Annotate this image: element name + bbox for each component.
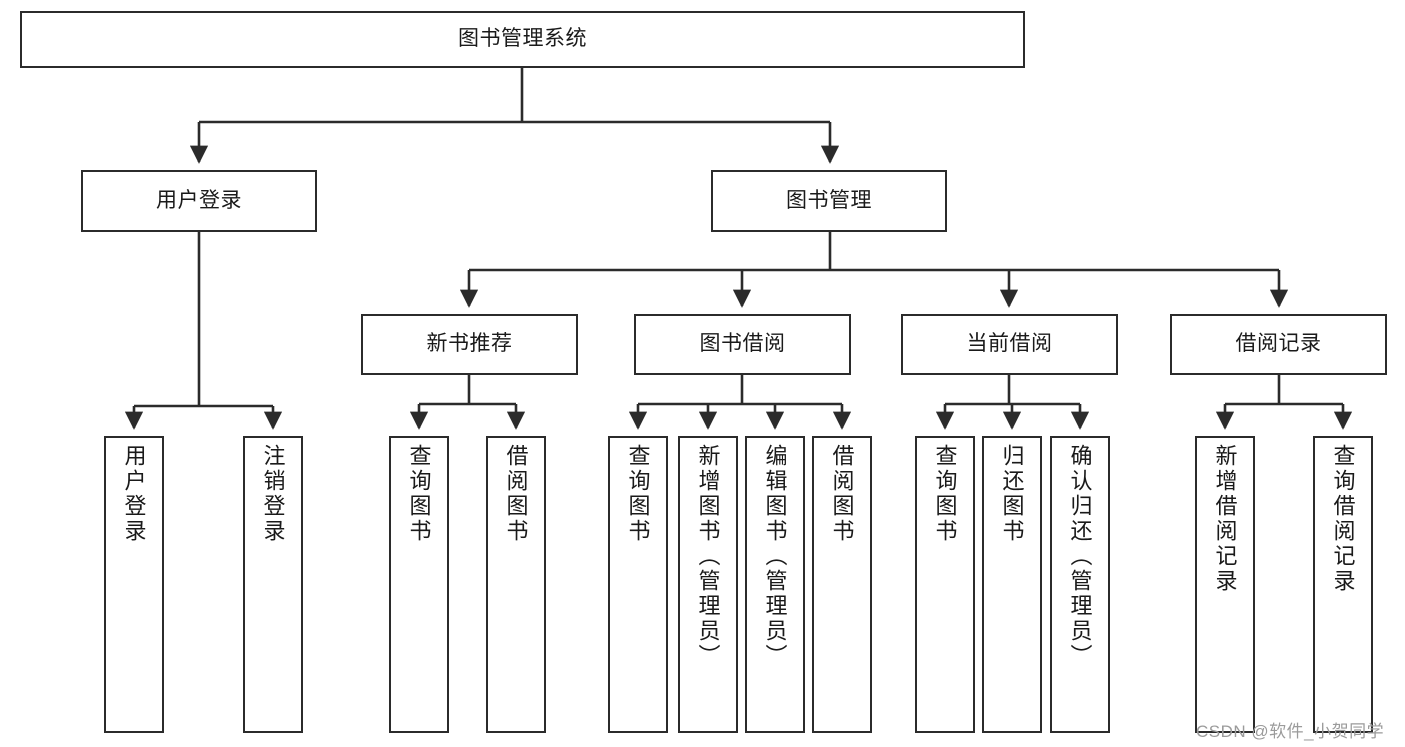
node-leaf-borrow-book-2[interactable]: 借阅图书 [812, 436, 872, 733]
node-leaf-return-book-label: 归还图书 [999, 444, 1025, 544]
node-leaf-query-book-1[interactable]: 查询图书 [389, 436, 449, 733]
node-leaf-query-record[interactable]: 查询借阅记录 [1313, 436, 1373, 733]
node-leaf-edit-book-label: 编辑图书（管理员） [762, 444, 788, 669]
node-leaf-confirm-return-label: 确认归还（管理员） [1067, 444, 1093, 669]
node-current-borrow[interactable]: 当前借阅 [901, 314, 1118, 375]
node-leaf-borrow-book-1-label: 借阅图书 [503, 444, 529, 544]
node-leaf-query-book-1-label: 查询图书 [406, 444, 432, 544]
node-leaf-add-record[interactable]: 新增借阅记录 [1195, 436, 1255, 733]
node-leaf-query-book-2[interactable]: 查询图书 [608, 436, 668, 733]
node-leaf-query-book-3-label: 查询图书 [932, 444, 958, 544]
node-leaf-edit-book[interactable]: 编辑图书（管理员） [745, 436, 805, 733]
node-leaf-add-book-label: 新增图书（管理员） [695, 444, 721, 669]
node-leaf-user-login-label: 用户登录 [121, 444, 147, 544]
node-leaf-borrow-book-2-label: 借阅图书 [829, 444, 855, 544]
node-new-book-recommend-label: 新书推荐 [426, 332, 513, 356]
node-leaf-borrow-book-1[interactable]: 借阅图书 [486, 436, 546, 733]
node-current-borrow-label: 当前借阅 [966, 332, 1053, 356]
node-leaf-logout[interactable]: 注销登录 [243, 436, 303, 733]
node-leaf-user-login[interactable]: 用户登录 [104, 436, 164, 733]
csdn-watermark: CSDN @软件_小贺同学 [1196, 722, 1385, 741]
node-user-login[interactable]: 用户登录 [81, 170, 317, 232]
node-root[interactable]: 图书管理系统 [20, 11, 1025, 68]
node-leaf-add-record-label: 新增借阅记录 [1212, 444, 1238, 594]
node-leaf-query-book-3[interactable]: 查询图书 [915, 436, 975, 733]
node-user-login-label: 用户登录 [156, 188, 242, 212]
node-book-manage-label: 图书管理 [786, 188, 872, 212]
node-root-label: 图书管理系统 [458, 27, 587, 51]
node-book-manage[interactable]: 图书管理 [711, 170, 947, 232]
node-leaf-add-book[interactable]: 新增图书（管理员） [678, 436, 738, 733]
node-leaf-query-book-2-label: 查询图书 [625, 444, 651, 544]
node-book-borrow[interactable]: 图书借阅 [634, 314, 851, 375]
node-new-book-recommend[interactable]: 新书推荐 [361, 314, 578, 375]
node-leaf-confirm-return[interactable]: 确认归还（管理员） [1050, 436, 1110, 733]
node-leaf-query-record-label: 查询借阅记录 [1330, 444, 1356, 594]
node-borrow-record[interactable]: 借阅记录 [1170, 314, 1387, 375]
node-leaf-return-book[interactable]: 归还图书 [982, 436, 1042, 733]
node-borrow-record-label: 借阅记录 [1235, 332, 1322, 356]
node-book-borrow-label: 图书借阅 [699, 332, 786, 356]
node-leaf-logout-label: 注销登录 [260, 444, 286, 544]
